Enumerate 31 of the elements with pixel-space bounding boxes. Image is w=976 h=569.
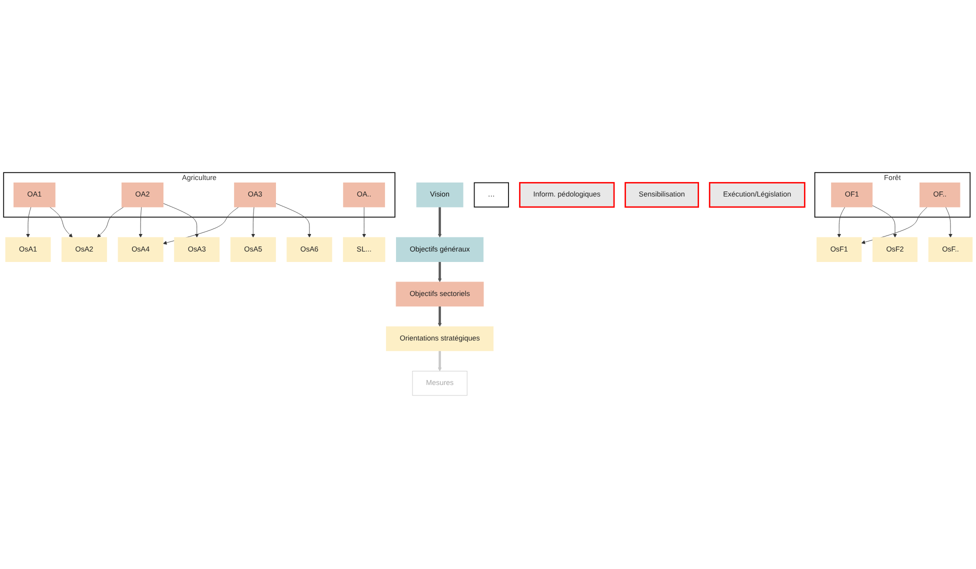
node-box xyxy=(234,183,276,208)
node-box xyxy=(342,238,386,262)
node-box xyxy=(920,183,960,208)
arrow xyxy=(438,306,442,328)
node-box xyxy=(14,183,56,208)
node-box xyxy=(5,238,51,262)
node-box xyxy=(416,183,464,208)
arrow xyxy=(438,262,442,283)
node-box xyxy=(286,238,332,262)
node-box xyxy=(343,183,386,208)
node-box xyxy=(174,238,220,262)
node-box xyxy=(831,183,873,208)
node-box xyxy=(708,182,806,208)
arrow xyxy=(438,351,442,372)
node-box xyxy=(872,238,918,262)
node-box xyxy=(474,182,509,208)
cluster xyxy=(3,172,396,218)
node-box xyxy=(386,326,494,352)
node-box xyxy=(396,238,484,262)
node-box xyxy=(412,371,468,396)
arrow xyxy=(438,208,442,238)
node-box xyxy=(519,182,615,208)
cluster xyxy=(814,172,971,218)
node-box xyxy=(230,238,276,262)
node-box xyxy=(396,282,484,308)
node-box xyxy=(928,238,973,262)
node-box xyxy=(624,182,700,208)
node-box xyxy=(816,238,862,262)
node-box xyxy=(118,238,164,262)
node-box xyxy=(122,183,164,208)
node-box xyxy=(62,238,108,262)
